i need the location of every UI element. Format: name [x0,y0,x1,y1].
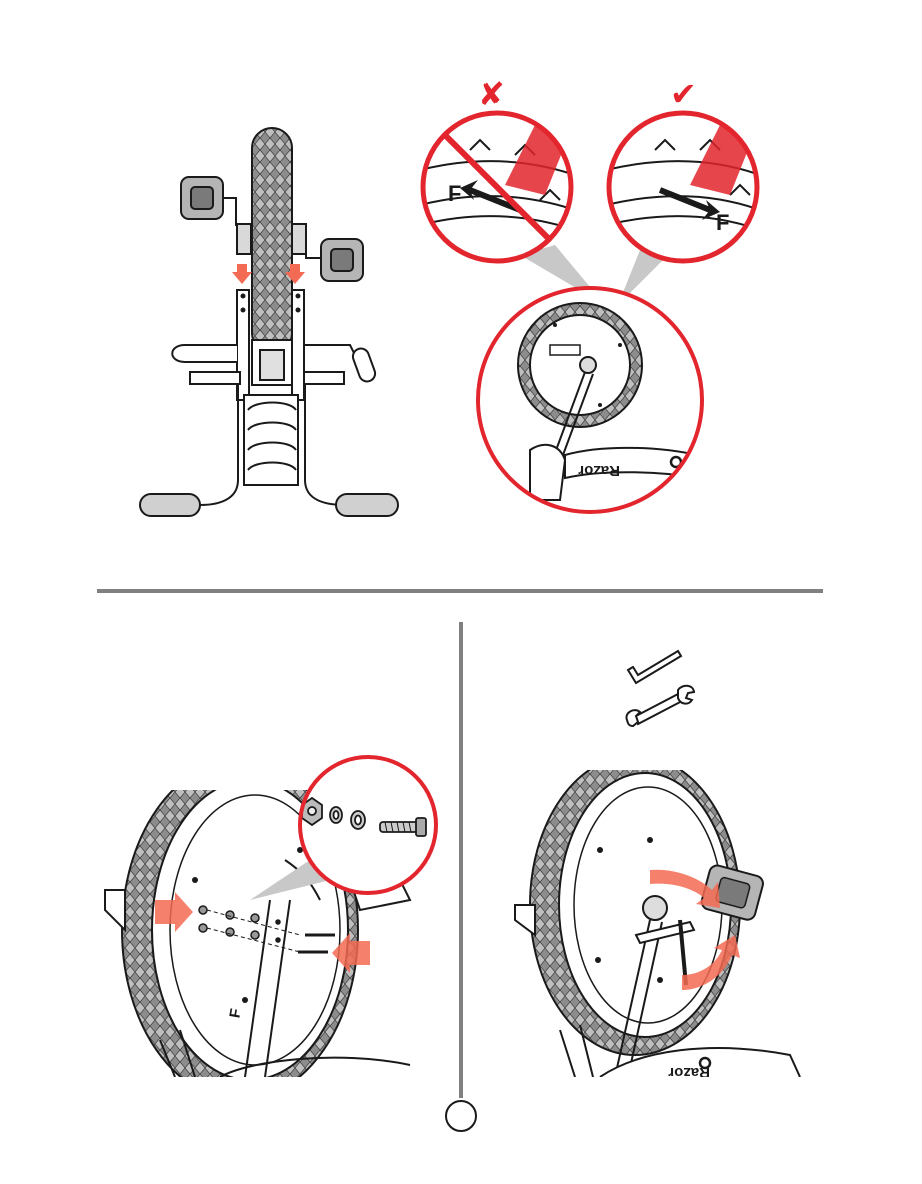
wrong-direction-letter: F [448,181,461,206]
axle-tighten-illustration: Razor [515,755,800,1081]
razor-logo-top: Razor [578,462,620,479]
right-mark: ✔ [670,75,697,113]
hardware-parts-detail [300,757,436,893]
wrong-direction-detail: F [420,105,580,270]
correct-direction-detail: F [606,105,766,270]
wrong-mark: ✘ [478,75,505,113]
correct-direction-letter: F [716,210,729,235]
hex-key-icon [628,651,681,683]
wheel-zoom-detail: Razor [478,288,710,512]
bike-front-view-illustration [140,128,398,516]
open-wrench-icon [626,686,694,726]
page-number-circle [446,1101,476,1131]
